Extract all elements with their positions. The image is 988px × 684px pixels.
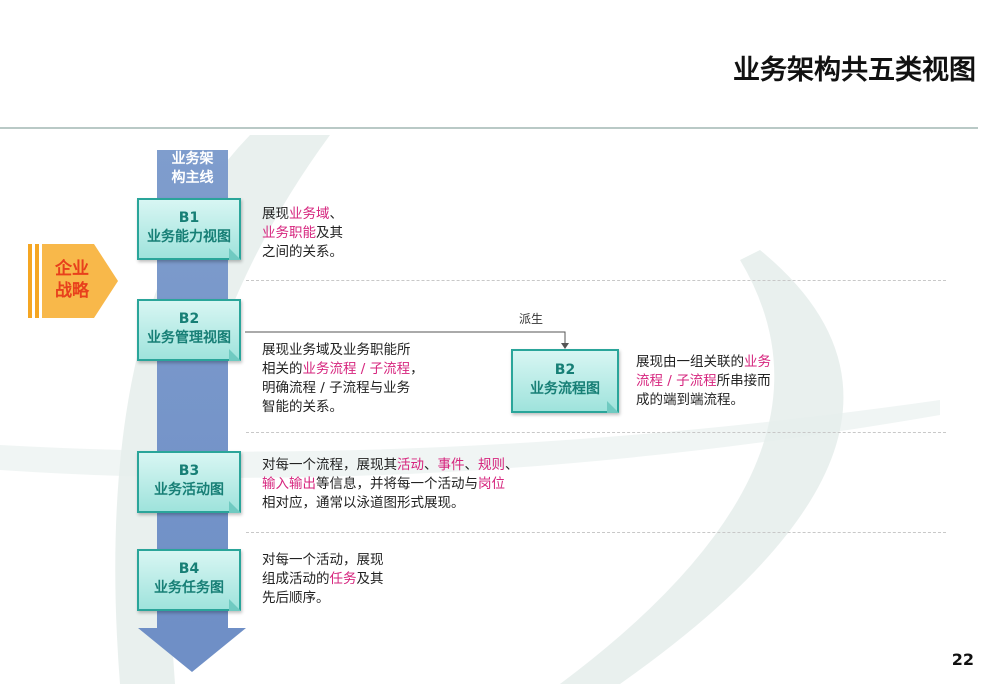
description-text: 组成活动的	[262, 571, 330, 587]
view-name: 业务活动图	[154, 482, 224, 498]
view-description: 展现由一组关联的业务流程 / 子流程所串接而成的端到端流程。	[636, 353, 771, 410]
row-divider	[246, 532, 946, 533]
page-fold-icon	[229, 501, 241, 513]
description-line: 成的端到端流程。	[636, 391, 771, 410]
view-box-b2: B2 业务流程图	[511, 349, 619, 413]
mainline-label-line2: 构主线	[171, 170, 214, 186]
description-line: 先后顺序。	[262, 589, 384, 608]
row-divider	[246, 280, 946, 281]
description-text: 、	[329, 206, 344, 222]
page-number: 22	[951, 650, 974, 669]
highlight-term: 业务	[744, 354, 771, 370]
description-text: 展现业务域及业务职能所	[262, 342, 411, 358]
description-text: 、	[424, 457, 438, 473]
view-name: 业务流程图	[530, 381, 600, 397]
highlight-term: 任务	[329, 571, 357, 587]
down-arrow-icon	[138, 628, 246, 672]
highlight-term: 业务流程 / 子流程	[302, 361, 411, 377]
view-name: 业务管理视图	[147, 330, 231, 346]
view-code: B3	[178, 463, 200, 479]
description-line: 业务职能及其	[262, 224, 343, 243]
description-line: 展现由一组关联的业务	[636, 353, 771, 372]
description-text: 等信息，并将每一个活动与	[316, 476, 478, 492]
description-text: 、	[505, 457, 519, 473]
highlight-term: 输入输出	[262, 476, 316, 492]
view-box-b4: B4 业务任务图	[137, 549, 241, 611]
header-divider	[0, 127, 978, 129]
description-text: ，	[410, 361, 424, 377]
highlight-term: 业务域	[289, 206, 330, 222]
derive-label: 派生	[519, 312, 544, 326]
description-text: 明确流程 / 子流程与业务	[262, 380, 411, 396]
page-fold-icon	[229, 349, 241, 361]
highlight-term: 业务职能	[262, 225, 316, 241]
page-fold-icon	[607, 401, 619, 413]
strategy-line2: 战略	[55, 281, 89, 301]
highlight-term: 规则	[478, 457, 505, 473]
view-name: 业务任务图	[154, 580, 224, 596]
description-line: 相对应，通常以泳道图形式展现。	[262, 494, 519, 513]
description-line: 之间的关系。	[262, 243, 343, 262]
view-box-b2: B2 业务管理视图	[137, 299, 241, 361]
mainline-label: 业务架构主线	[157, 150, 228, 188]
page-fold-icon	[229, 599, 241, 611]
description-text: 、	[464, 457, 479, 473]
description-text: 相关的	[262, 361, 303, 377]
description-line: 对每一个流程，展现其活动、事件、规则、	[262, 456, 519, 475]
view-code: B4	[178, 561, 200, 577]
description-text: 及其	[316, 225, 343, 241]
view-description: 对每一个流程，展现其活动、事件、规则、输入输出等信息，并将每一个活动与岗位相对应…	[262, 456, 519, 513]
view-name: 业务能力视图	[147, 229, 231, 245]
page-fold-icon	[229, 248, 241, 260]
description-text: 之间的关系。	[262, 244, 343, 260]
description-text: 智能的关系。	[262, 399, 343, 415]
description-text: 对每一个流程，展现其	[262, 457, 397, 473]
slide-title: 业务架构共五类视图	[733, 55, 976, 86]
description-line: 输入输出等信息，并将每一个活动与岗位	[262, 475, 519, 494]
description-text: 成的端到端流程。	[636, 392, 744, 408]
description-text: 先后顺序。	[262, 590, 330, 606]
row-divider	[246, 432, 946, 433]
description-line: 流程 / 子流程所串接而	[636, 372, 771, 391]
description-line: 明确流程 / 子流程与业务	[262, 379, 424, 398]
highlight-term: 流程 / 子流程	[636, 373, 717, 389]
description-text: 展现	[262, 206, 289, 222]
highlight-term: 岗位	[478, 476, 505, 492]
view-code: B2	[554, 362, 576, 378]
description-text: 及其	[356, 571, 384, 587]
description-line: 对每一个活动，展现	[262, 551, 384, 570]
view-description: 展现业务域、业务职能及其之间的关系。	[262, 205, 343, 262]
view-box-b3: B3 业务活动图	[137, 451, 241, 513]
strategy-label: 企业战略	[40, 258, 104, 302]
derive-connector	[245, 331, 569, 349]
description-text: 相对应，通常以泳道图形式展现。	[262, 495, 465, 511]
description-line: 展现业务域、	[262, 205, 343, 224]
highlight-term: 活动	[397, 457, 424, 473]
view-code: B1	[178, 210, 200, 226]
description-line: 组成活动的任务及其	[262, 570, 384, 589]
description-line: 智能的关系。	[262, 398, 424, 417]
mainline-label-line1: 业务架	[171, 151, 214, 167]
description-line: 展现业务域及业务职能所	[262, 341, 424, 360]
strategy-line1: 企业	[55, 259, 89, 279]
description-text: 所串接而	[716, 373, 771, 389]
strategy-chevron	[28, 244, 118, 318]
view-code: B2	[178, 311, 200, 327]
description-text: 展现由一组关联的	[636, 354, 744, 370]
view-description: 对每一个活动，展现组成活动的任务及其先后顺序。	[262, 551, 384, 608]
highlight-term: 事件	[437, 457, 465, 473]
description-text: 对每一个活动，展现	[262, 552, 384, 568]
description-line: 相关的业务流程 / 子流程，	[262, 360, 424, 379]
view-description: 展现业务域及业务职能所相关的业务流程 / 子流程，明确流程 / 子流程与业务智能…	[262, 341, 424, 417]
view-box-b1: B1 业务能力视图	[137, 198, 241, 260]
